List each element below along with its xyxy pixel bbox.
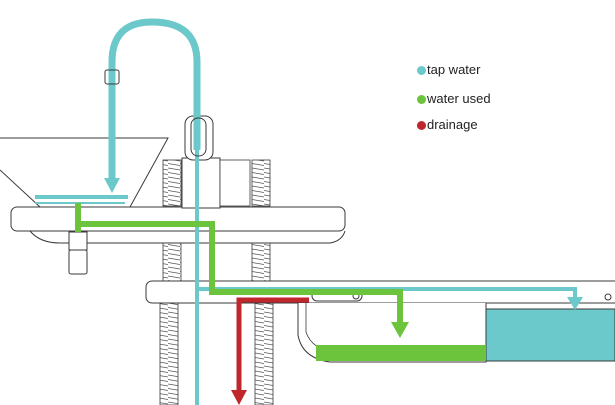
spring-mid-left — [162, 242, 182, 284]
water-tank — [485, 308, 615, 362]
tap-nozzle — [104, 69, 120, 85]
legend-label-drainage: drainage — [427, 117, 478, 132]
tap-water-dot-icon — [417, 65, 426, 75]
drainage-route — [236, 297, 309, 392]
counter-screw — [604, 293, 612, 301]
spring-lower-left — [159, 302, 179, 405]
water-used-route — [78, 221, 403, 325]
tap-water-arrow-tank — [567, 297, 583, 310]
spring-lower-right — [254, 302, 274, 405]
tap-water-spout — [108, 18, 201, 185]
legend-label-water-used: water used — [427, 91, 491, 106]
tap-base — [181, 157, 221, 209]
legend-label-tap-water: tap water — [427, 62, 481, 77]
spring-mid-right — [251, 242, 271, 284]
drainage-arrow — [231, 390, 247, 405]
spring-upper-right — [251, 159, 271, 207]
bowl-drain-tail — [68, 249, 88, 275]
drainage-dot-icon — [417, 120, 426, 130]
water-used-dot-icon — [417, 94, 426, 104]
legend-item-drainage: drainage — [417, 117, 478, 133]
water-used-arrow-basin — [391, 322, 409, 338]
spring-upper-box — [219, 159, 251, 207]
legend-item-tap-water: tap water — [417, 62, 480, 78]
legend-item-water-used: water used — [417, 91, 491, 107]
tap-handle — [190, 117, 207, 157]
spring-upper-left — [162, 159, 182, 207]
tap-water-arrow-bowl — [104, 178, 120, 193]
upper-counter — [10, 206, 346, 232]
bowl-drain-fitting — [68, 231, 88, 251]
used-water-pool — [316, 345, 486, 361]
